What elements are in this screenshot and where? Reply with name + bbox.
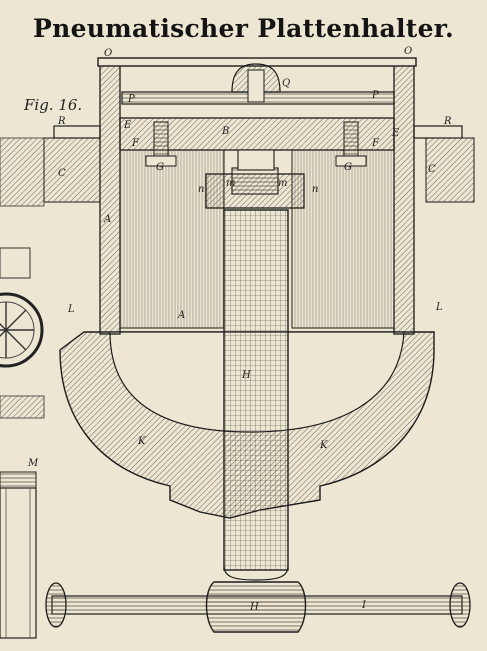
label-m-left: m (226, 178, 235, 189)
label-P-left: P (127, 94, 135, 105)
label-A-left: A (103, 214, 111, 225)
label-C-right: C (428, 164, 436, 175)
label-L-left: L (67, 304, 75, 315)
support-C-left (43, 137, 101, 203)
left-wheel (0, 292, 44, 368)
figure-number: Fig. 16. (24, 96, 83, 114)
label-L-right: L (435, 302, 443, 313)
label-R-right: R (443, 116, 452, 127)
support-C-right (425, 137, 475, 203)
label-A-bottom: A (177, 310, 185, 321)
label-m-right: m (278, 178, 287, 189)
label-O-left: O (104, 48, 112, 59)
shaft-H (223, 209, 289, 571)
arm-R-left (53, 125, 101, 139)
left-block (0, 137, 45, 207)
hub-H (205, 581, 307, 633)
label-O-right: O (404, 46, 412, 57)
label-K-left: K (137, 436, 146, 447)
label-n-right: n (312, 184, 318, 195)
handle-end-right (449, 582, 471, 628)
plate-title: Pneumatischer Plattenhalter. (33, 14, 454, 43)
label-I: I (361, 600, 367, 611)
cylinder-wall-left (99, 63, 121, 335)
label-F-left: F (131, 138, 140, 149)
nut-m (231, 167, 279, 195)
label-G-right: G (344, 162, 352, 173)
label-n-left: n (198, 184, 204, 195)
handle-end-left (45, 582, 67, 628)
label-K-right: K (319, 440, 328, 451)
piston-right-half (291, 149, 395, 329)
screw-G-right (343, 121, 359, 159)
screw-G-left (153, 121, 169, 159)
label-F-right: F (371, 138, 380, 149)
adjacent-figures-left (0, 137, 45, 639)
label-E-right: E (391, 128, 400, 139)
label-H-shaft: H (241, 370, 251, 381)
label-C-left: C (58, 168, 66, 179)
part-labels: O O P P Q R R E E F F B C C G G m m n n … (27, 46, 452, 613)
label-Q: Q (282, 78, 290, 89)
label-M: M (27, 458, 39, 469)
label-G-left: G (156, 162, 164, 173)
cylinder-wall-right (393, 63, 415, 335)
label-E-left: E (123, 120, 132, 131)
arm-R-right (413, 125, 463, 139)
label-P-right: P (371, 90, 379, 101)
label-R-left: R (57, 116, 66, 127)
label-B: B (221, 126, 229, 137)
label-H-hub: H (249, 602, 259, 613)
